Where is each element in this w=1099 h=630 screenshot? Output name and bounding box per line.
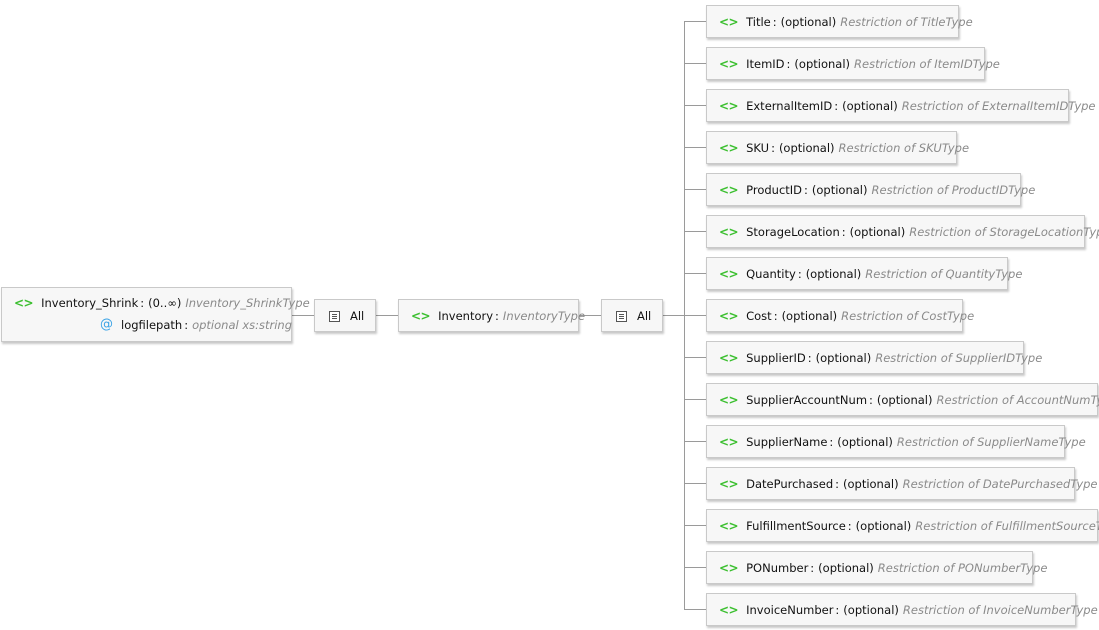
child-element-node[interactable]: <>Title:(optional)Restriction of TitleTy…: [706, 5, 973, 38]
attribute-name: logfilepath: [121, 318, 183, 332]
child-element-name: ItemID: [746, 57, 785, 71]
element-icon: <>: [719, 519, 739, 533]
compositor-label: All: [637, 309, 652, 323]
child-element-name: InvoiceNumber: [746, 603, 834, 617]
child-element-name: Title: [746, 15, 771, 29]
child-element-name: SupplierName: [746, 435, 828, 449]
root-element-type: Inventory_ShrinkType: [185, 296, 310, 310]
child-element-node[interactable]: <>SupplierName:(optional)Restriction of …: [706, 425, 1086, 458]
element-icon: <>: [719, 477, 739, 491]
child-element-node[interactable]: <>SupplierAccountNum:(optional)Restricti…: [706, 383, 1099, 416]
child-element-type: Restriction of AccountNumType: [936, 393, 1099, 407]
child-element-occurs: (optional): [778, 141, 835, 155]
element-icon: <>: [719, 225, 739, 239]
inventory-element-type: InventoryType: [502, 309, 586, 323]
child-element-type: Restriction of QuantityType: [865, 267, 1023, 281]
child-element-occurs: (optional): [843, 603, 899, 617]
child-element-occurs: (optional): [805, 267, 862, 281]
child-element-type: Restriction of InvoiceNumberType: [902, 603, 1098, 617]
child-element-type: Restriction of ItemIDType: [854, 57, 1000, 71]
root-element-name: Inventory_Shrink: [41, 296, 139, 310]
child-element-occurs: (optional): [855, 519, 912, 533]
all-compositor-1[interactable]: All: [314, 299, 376, 332]
child-element-name: FulfillmentSource: [746, 519, 846, 533]
all-compositor-icon: [616, 310, 627, 322]
attribute-type: optional xs:string: [192, 318, 293, 332]
root-element-node[interactable]: <> Inventory_Shrink : (0..∞) Inventory_S…: [1, 287, 310, 342]
child-element-occurs: (optional): [843, 477, 899, 491]
all-compositor-2[interactable]: All: [601, 299, 663, 332]
child-element-type: Restriction of StorageLocationType: [909, 225, 1099, 239]
attribute-icon: @: [100, 317, 113, 332]
child-element-type: Restriction of ExternalItemIDType: [901, 99, 1096, 113]
child-element-type: Restriction of FulfillmentSourceType: [915, 519, 1099, 533]
element-icon: <>: [719, 603, 739, 617]
element-icon: <>: [719, 141, 739, 155]
root-element-occurs: (0..∞): [148, 296, 182, 310]
element-icon: <>: [719, 267, 739, 281]
child-element-name: ExternalItemID: [746, 99, 833, 113]
child-element-name: Quantity: [746, 267, 796, 281]
child-element-occurs: (optional): [781, 309, 838, 323]
inventory-element-node[interactable]: <> Inventory : InventoryType: [398, 299, 585, 332]
element-icon: <>: [719, 393, 739, 407]
child-element-occurs: (optional): [876, 393, 933, 407]
compositor-label: All: [350, 309, 365, 323]
child-element-node[interactable]: <>PONumber:(optional)Restriction of PONu…: [706, 551, 1047, 584]
child-element-node[interactable]: <>InvoiceNumber:(optional)Restriction of…: [706, 593, 1098, 626]
root-element-row: <> Inventory_Shrink : (0..∞) Inventory_S…: [14, 292, 310, 314]
child-element-node[interactable]: <>SKU:(optional)Restriction of SKUType: [706, 131, 969, 164]
child-element-node[interactable]: <>Cost:(optional)Restriction of CostType: [706, 299, 974, 332]
element-icon: <>: [719, 99, 739, 113]
child-element-occurs: (optional): [780, 15, 837, 29]
child-element-type: Restriction of SupplierIDType: [875, 351, 1043, 365]
element-icon: <>: [719, 183, 739, 197]
element-icon: <>: [719, 435, 739, 449]
child-element-type: Restriction of SupplierNameType: [896, 435, 1086, 449]
child-element-node[interactable]: <>DatePurchased:(optional)Restriction of…: [706, 467, 1098, 500]
child-element-node[interactable]: <>FulfillmentSource:(optional)Restrictio…: [706, 509, 1099, 542]
child-element-node[interactable]: <>ItemID:(optional)Restriction of ItemID…: [706, 47, 1000, 80]
child-element-type: Restriction of SKUType: [838, 141, 970, 155]
child-element-occurs: (optional): [842, 99, 898, 113]
element-icon: <>: [14, 296, 34, 310]
child-element-name: PONumber: [746, 561, 809, 575]
element-icon: <>: [411, 309, 431, 323]
child-element-node[interactable]: <>SupplierID:(optional)Restriction of Su…: [706, 341, 1042, 374]
child-element-occurs: (optional): [811, 183, 868, 197]
child-element-occurs: (optional): [818, 561, 874, 575]
child-element-occurs: (optional): [849, 225, 906, 239]
child-element-type: Restriction of TitleType: [840, 15, 973, 29]
element-icon: <>: [719, 309, 739, 323]
child-element-occurs: (optional): [815, 351, 872, 365]
child-element-node[interactable]: <>ProductID:(optional)Restriction of Pro…: [706, 173, 1035, 206]
child-element-name: Cost: [746, 309, 772, 323]
child-element-name: SKU: [746, 141, 770, 155]
root-attribute-row: @ logfilepath : optional xs:string: [14, 314, 292, 336]
child-element-name: ProductID: [746, 183, 803, 197]
element-icon: <>: [719, 15, 739, 29]
child-element-type: Restriction of CostType: [841, 309, 975, 323]
child-element-name: SupplierID: [746, 351, 806, 365]
inventory-element-name: Inventory: [438, 309, 494, 323]
child-element-node[interactable]: <>StorageLocation:(optional)Restriction …: [706, 215, 1099, 248]
child-element-node[interactable]: <>ExternalItemID:(optional)Restriction o…: [706, 89, 1096, 122]
child-element-name: StorageLocation: [746, 225, 840, 239]
element-icon: <>: [719, 561, 739, 575]
child-element-name: DatePurchased: [746, 477, 834, 491]
child-element-occurs: (optional): [837, 435, 893, 449]
all-compositor-icon: [329, 310, 340, 322]
element-icon: <>: [719, 57, 739, 71]
child-element-name: SupplierAccountNum: [746, 393, 868, 407]
child-element-type: Restriction of DatePurchasedType: [902, 477, 1098, 491]
element-icon: <>: [719, 351, 739, 365]
child-element-node[interactable]: <>Quantity:(optional)Restriction of Quan…: [706, 257, 1022, 290]
child-element-type: Restriction of PONumberType: [877, 561, 1048, 575]
child-element-occurs: (optional): [794, 57, 851, 71]
child-element-type: Restriction of ProductIDType: [871, 183, 1036, 197]
